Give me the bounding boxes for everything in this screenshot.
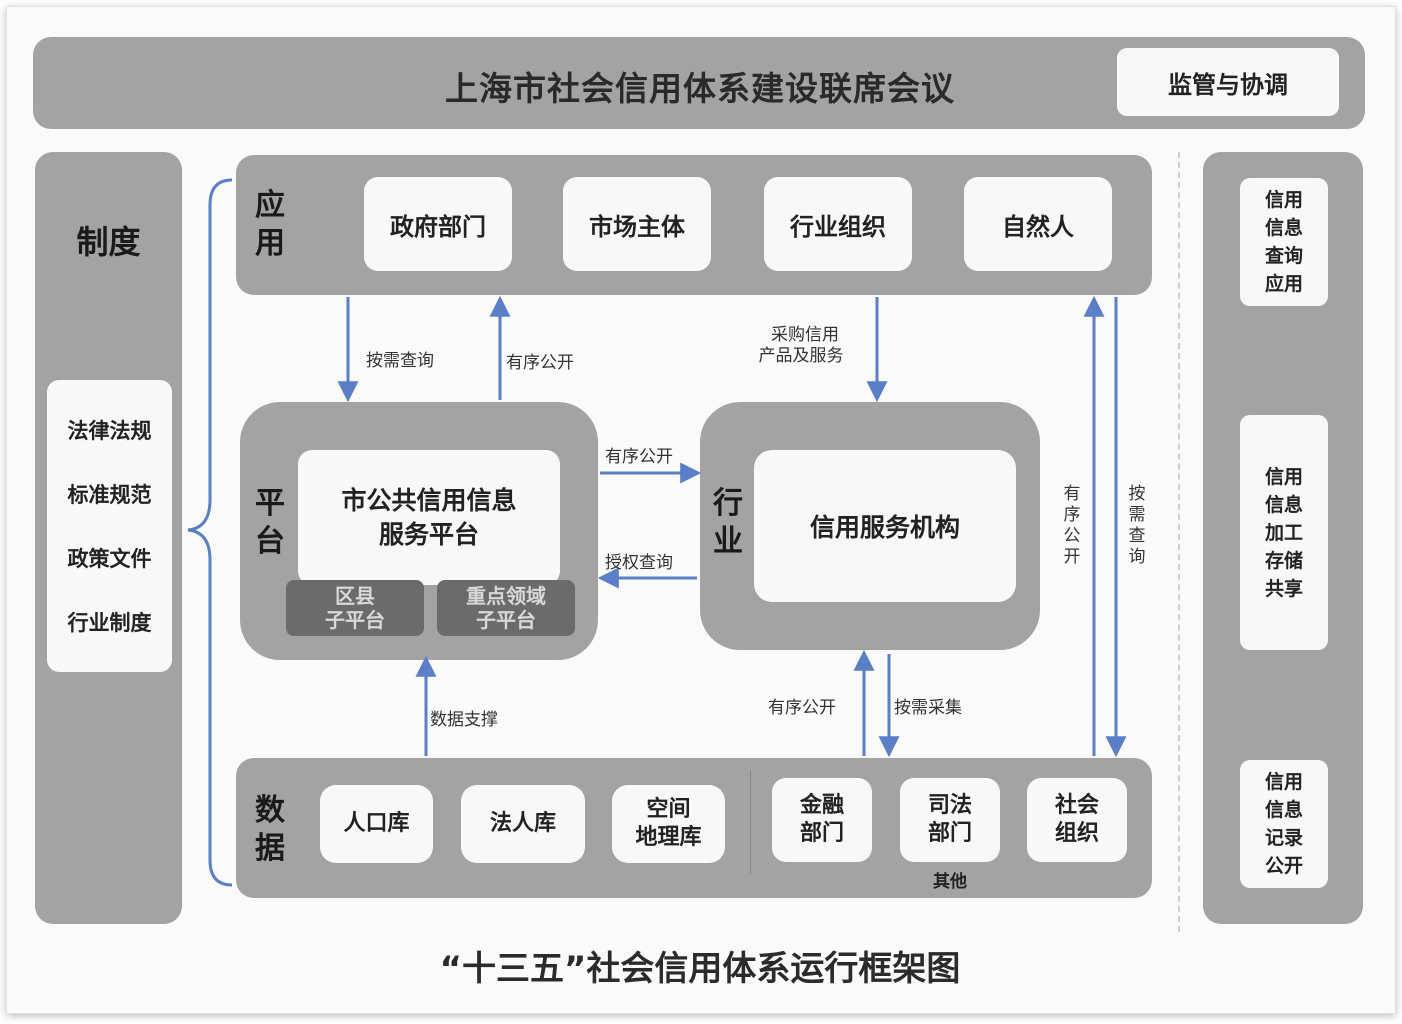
flow-label-char: 查 [1128, 526, 1146, 546]
database-line: 地理库 [635, 825, 702, 850]
flow-label-disclose: 有序公开 [506, 353, 574, 373]
department-line: 部门 [799, 821, 844, 846]
institution-item: 法律法规 [67, 419, 152, 443]
flow-label-char: 公 [1063, 526, 1081, 546]
function-box-query: 信用 信息 查询 应用 [1240, 178, 1328, 306]
header-title: 上海市社会信用体系建设联席会议 [445, 69, 955, 108]
app-entity-industry-org: 行业组织 [764, 177, 912, 271]
diagram-caption: “十三五”社会信用体系运行框架图 [439, 948, 961, 989]
function-box-text: 信用 [1264, 465, 1303, 488]
legal-person-database: 法人库 [461, 785, 585, 863]
social-organization: 社会 组织 [1027, 778, 1127, 862]
data-divider [750, 770, 752, 874]
flow-label-authorized: 授权查询 [605, 553, 673, 573]
function-box-text: 应用 [1264, 273, 1303, 295]
sub-platform-line: 子平台 [325, 608, 385, 632]
sub-platform-line: 区县 [335, 584, 375, 608]
flow-label-char: 有 [1063, 484, 1081, 504]
public-credit-platform: 市公共信用信息 服务平台 [298, 450, 560, 585]
platform-label: 平 台 [250, 478, 290, 568]
function-box-processing: 信用 信息 加工 存储 共享 [1240, 415, 1328, 650]
database-line: 空间 [646, 797, 691, 822]
department-line: 司法 [927, 793, 972, 818]
label-char: 平 [255, 486, 285, 521]
function-box-text: 信用 [1264, 189, 1303, 211]
function-box-text: 记录 [1264, 827, 1303, 849]
judicial-department: 司法 部门 [900, 778, 1000, 862]
key-field-sub-platform: 重点领域 子平台 [437, 580, 575, 636]
department-line: 社会 [1054, 793, 1099, 818]
institution-item: 政策文件 [67, 547, 152, 571]
flow-label-purchase: 采购信用 产品及服务 [759, 325, 850, 367]
flow-label-char: 需 [1128, 505, 1146, 525]
population-database: 人口库 [320, 785, 433, 863]
function-box-text: 信息 [1264, 217, 1303, 239]
label-char: 应 [255, 188, 285, 223]
flow-label-line: 产品及服务 [758, 346, 844, 366]
flow-label-char: 序 [1063, 505, 1081, 525]
others-label: 其他 [933, 871, 967, 892]
database-line: 法人库 [489, 811, 556, 836]
department-line: 组织 [1054, 821, 1099, 846]
label-char: 行 [713, 486, 743, 521]
district-sub-platform: 区县 子平台 [286, 580, 424, 636]
flow-label-query: 按需查询 [366, 351, 434, 371]
app-entity-government: 政府部门 [364, 177, 512, 271]
institution-item: 行业制度 [67, 611, 152, 635]
flow-label-char: 按 [1128, 484, 1146, 504]
function-box-text: 共享 [1264, 577, 1303, 600]
flow-label-line: 采购信用 [771, 325, 839, 345]
function-box-record: 信用 信息 记录 公开 [1240, 760, 1328, 888]
flow-label-char: 询 [1128, 547, 1146, 567]
supervision-box: 监管与协调 [1117, 48, 1339, 116]
app-entity-market: 市场主体 [563, 177, 711, 271]
department-line: 部门 [927, 821, 972, 846]
database-line: 人口库 [343, 811, 410, 836]
function-box-text: 查询 [1264, 245, 1303, 267]
label-char: 用 [255, 226, 285, 261]
sub-platform-line: 子平台 [476, 608, 536, 632]
function-box-text: 信用 [1264, 771, 1303, 793]
flow-label-collect: 按需采集 [894, 698, 962, 718]
institution-list: 法律法规 标准规范 政策文件 行业制度 [47, 380, 172, 672]
function-box-text: 存储 [1264, 549, 1303, 572]
left-brace [187, 178, 233, 887]
finance-department: 金融 部门 [772, 778, 872, 862]
function-box-text: 加工 [1264, 521, 1303, 544]
sub-platform-line: 重点领域 [466, 584, 546, 608]
industry-label: 行 业 [708, 478, 748, 568]
department-line: 金融 [799, 793, 844, 818]
credit-service-agency: 信用服务机构 [754, 450, 1016, 602]
label-char: 业 [713, 524, 743, 559]
function-box-text: 信息 [1264, 493, 1303, 516]
app-entity-natural-person: 自然人 [964, 177, 1112, 271]
label-char: 数 [255, 793, 285, 828]
spatial-geo-database: 空间 地理库 [612, 785, 725, 863]
flow-label-char: 开 [1063, 547, 1081, 567]
flow-label-right-query: 按 需 查 询 [1126, 482, 1148, 570]
label-char: 据 [255, 831, 285, 866]
flow-label-right-disclose: 有 序 公 开 [1061, 482, 1083, 570]
institution-item: 标准规范 [67, 483, 152, 507]
institution-title: 制度 [76, 223, 141, 261]
flow-label-ind-disclose: 有序公开 [768, 698, 836, 718]
label-char: 台 [255, 524, 285, 559]
flow-label-data-support: 数据支撑 [430, 710, 498, 730]
flow-label-plat-to-ind: 有序公开 [605, 447, 673, 467]
function-box-text: 公开 [1264, 855, 1303, 877]
divider-line [1178, 152, 1180, 932]
function-box-text: 信息 [1264, 799, 1303, 821]
platform-name-line: 市公共信用信息 [341, 485, 517, 515]
data-label: 数 据 [250, 785, 290, 875]
platform-name-line: 服务平台 [378, 519, 479, 549]
application-label: 应 用 [250, 180, 290, 270]
